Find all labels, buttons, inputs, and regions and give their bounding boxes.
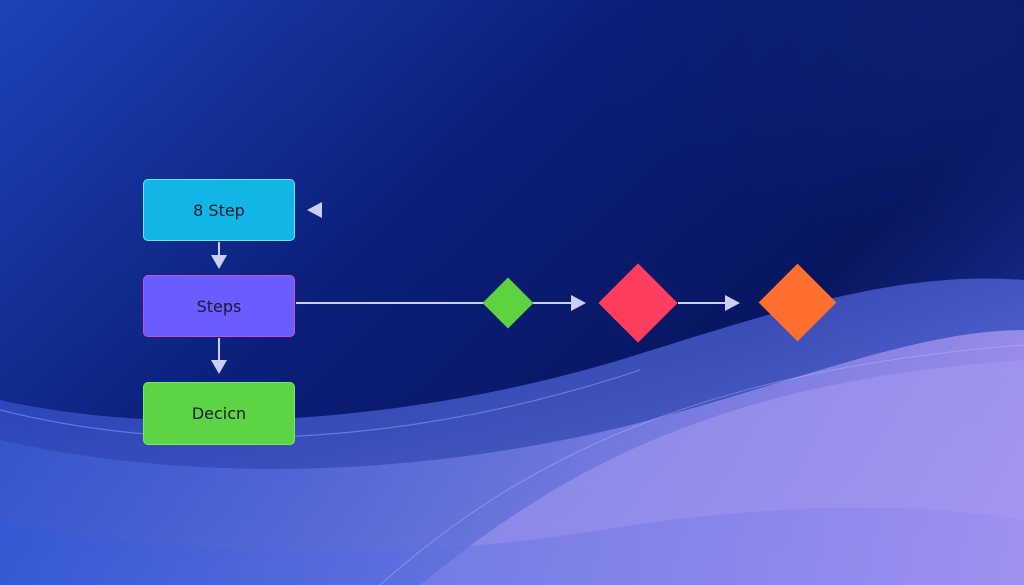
arrow-red-to-orange	[678, 295, 740, 311]
node-8-step[interactable]: 8 Step	[143, 179, 295, 241]
arrow-step-to-steps	[211, 242, 227, 269]
node-steps-label: Steps	[196, 296, 242, 316]
incoming-arrow	[307, 202, 490, 218]
node-decision[interactable]: Decicn	[143, 382, 295, 445]
arrow-steps-to-decision	[211, 338, 227, 374]
node-decision-label: Decicn	[191, 404, 247, 423]
node-steps[interactable]: Steps	[143, 275, 295, 337]
arrow-green-to-red	[533, 295, 586, 311]
node-8-step-label: 8 Step	[193, 200, 245, 220]
